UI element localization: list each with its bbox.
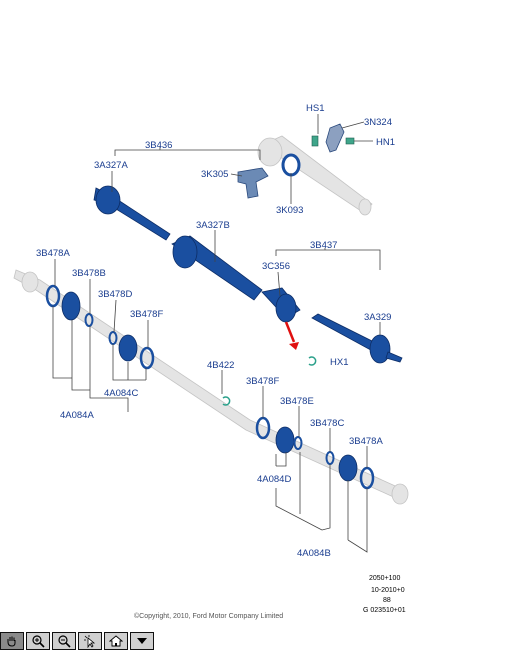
copyright-text: ©Copyright, 2010, Ford Motor Company Lim… bbox=[134, 612, 283, 620]
label-4a084c: 4A084C bbox=[104, 388, 138, 399]
ref-code-4: G 023510+01 bbox=[363, 607, 406, 614]
viewer-toolbar bbox=[0, 632, 154, 650]
zoom-in-button[interactable] bbox=[26, 632, 50, 650]
circlip-hx1 bbox=[308, 356, 317, 366]
lower-drive-shaft bbox=[13, 269, 409, 505]
label-3a327a: 3A327A bbox=[94, 160, 128, 171]
label-3k305: 3K305 bbox=[201, 169, 228, 180]
zoom-out-icon bbox=[58, 635, 71, 648]
home-icon bbox=[109, 635, 123, 647]
label-hs1: HS1 bbox=[306, 103, 324, 114]
label-3b478c: 3B478C bbox=[310, 418, 344, 429]
select-tool-button[interactable] bbox=[78, 632, 102, 650]
ref-code-1: 2050+100 bbox=[369, 575, 400, 582]
exploded-parts-diagram: HS1 3N324 HN1 3B436 3A327A 3K305 3K093 3… bbox=[13, 103, 409, 620]
triangle-down-icon bbox=[137, 638, 147, 644]
leader-lines bbox=[52, 114, 381, 553]
intermediate-shaft bbox=[257, 135, 373, 216]
bearing-bracket bbox=[237, 123, 355, 199]
label-hn1: HN1 bbox=[376, 137, 395, 148]
reference-codes: 2050+100 10-2010+0 88 G 023510+01 bbox=[363, 575, 406, 614]
label-3a329: 3A329 bbox=[364, 312, 391, 323]
home-button[interactable] bbox=[104, 632, 128, 650]
cv-boots bbox=[61, 291, 358, 482]
label-hx1: HX1 bbox=[330, 357, 348, 368]
label-4b422: 4B422 bbox=[207, 360, 234, 371]
label-3b478d: 3B478D bbox=[98, 289, 132, 300]
label-3b478e: 3B478E bbox=[280, 396, 314, 407]
cursor-icon bbox=[84, 635, 96, 648]
menu-dropdown-button[interactable] bbox=[130, 632, 154, 650]
red-direction-arrow bbox=[284, 321, 296, 343]
label-4a084b: 4A084B bbox=[297, 548, 331, 559]
ref-code-3: 88 bbox=[383, 597, 391, 604]
zoom-out-button[interactable] bbox=[52, 632, 76, 650]
upper-drive-shaft bbox=[93, 185, 403, 364]
label-4a084d: 4A084D bbox=[257, 474, 291, 485]
label-3b478f-left: 3B478F bbox=[130, 309, 163, 320]
part-labels: HS1 3N324 HN1 3B436 3A327A 3K305 3K093 3… bbox=[36, 103, 395, 559]
pan-tool-button[interactable] bbox=[0, 632, 24, 650]
label-3c356: 3C356 bbox=[262, 261, 290, 272]
label-3b478a-right: 3B478A bbox=[349, 436, 383, 447]
label-3b436: 3B436 bbox=[145, 140, 172, 151]
hand-icon bbox=[7, 636, 16, 647]
label-3b478f-right: 3B478F bbox=[246, 376, 279, 387]
label-3k093: 3K093 bbox=[276, 205, 303, 216]
red-arrowhead bbox=[289, 342, 299, 350]
label-3b478b: 3B478B bbox=[72, 268, 106, 279]
label-3b478a-left: 3B478A bbox=[36, 248, 70, 259]
circlip-4b422 bbox=[222, 396, 231, 406]
label-3a327b: 3A327B bbox=[196, 220, 230, 231]
label-3n324: 3N324 bbox=[364, 117, 392, 128]
label-4a084a: 4A084A bbox=[60, 410, 94, 421]
ref-code-2: 10-2010+0 bbox=[371, 587, 405, 594]
zoom-in-icon bbox=[32, 635, 45, 648]
label-3b437: 3B437 bbox=[310, 240, 337, 251]
